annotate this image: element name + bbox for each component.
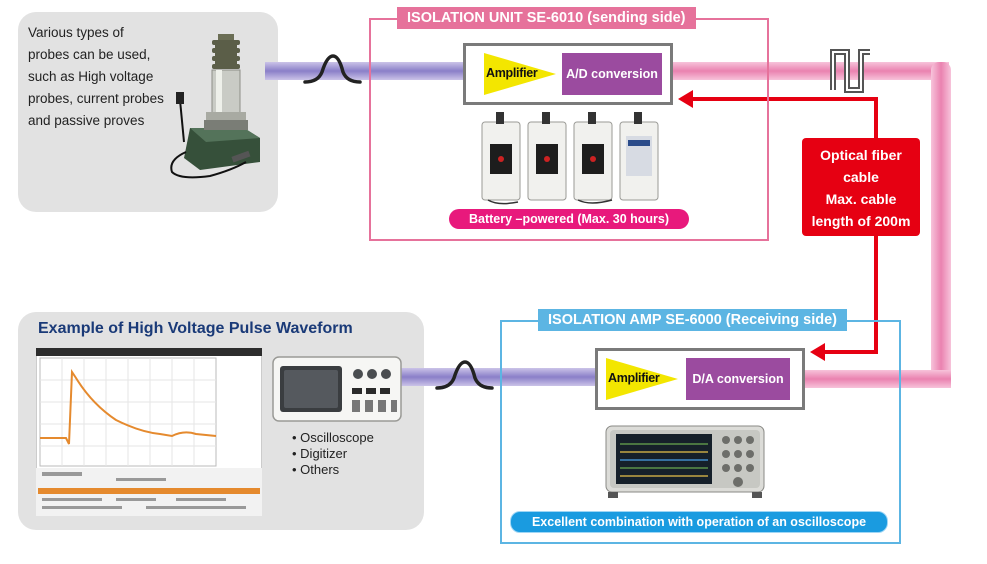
output-item: • Digitizer [292,446,348,461]
isolation-unit-icon [481,112,659,205]
arrow-head-top [678,90,693,108]
analog-output-cable [398,368,598,386]
analog-input-cable [265,62,465,80]
amplifier-triangle-icon [606,358,678,400]
probe-line: probes, current probes [28,91,164,106]
fiber-line: cable [843,169,879,185]
receiving-amplifier-label: Amplifier [608,371,660,385]
sending-amplifier-label: Amplifier [486,66,538,80]
fiber-return-top [690,97,878,138]
fiber-return-bottom [822,236,878,354]
probe-description: Various types of probes can be used, suc… [28,22,178,132]
waveform-screen-icon [36,348,262,516]
isolation-amp-icon [605,425,765,498]
probe-line: probes can be used, [28,47,151,62]
hv-probe-icon [170,34,260,179]
sending-signal-box: Amplifier A/D conversion [463,43,673,105]
receiving-unit-title: ISOLATION AMP SE-6000 (Receiving side) [538,309,848,331]
battery-label: Battery –powered (Max. 30 hours) [449,209,689,229]
probe-line: and passive proves [28,113,145,128]
arrow-head-bottom [810,343,825,361]
digital-signal-icon [830,49,870,93]
probe-line: such as High voltage [28,69,154,84]
optical-fiber-label: Optical fiber cable Max. cable length of… [802,138,920,236]
sending-unit-title: ISOLATION UNIT SE-6010 (sending side) [397,7,696,29]
receiving-unit-frame: ISOLATION AMP SE-6000 (Receiving side) [500,309,901,544]
fiber-line: length of 200m [811,213,911,229]
sending-unit-frame: ISOLATION UNIT SE-6010 (sending side) [369,7,769,241]
oscilloscope-icon [272,356,402,422]
output-item: • Oscilloscope [292,430,374,445]
optical-path-top [664,62,949,80]
waveform-title: Example of High Voltage Pulse Waveform [38,320,353,337]
output-device-list: • Oscilloscope • Digitizer • Others [292,430,374,478]
combination-label: Excellent combination with operation of … [510,511,888,533]
da-conversion-block: D/A conversion [686,358,790,400]
fiber-line: Optical fiber [820,147,902,163]
output-item: • Others [292,462,340,477]
ad-conversion-block: A/D conversion [562,53,662,95]
optical-path-side [931,62,951,388]
receiving-signal-box: Amplifier D/A conversion [595,348,805,410]
fiber-line: Max. cable [825,191,897,207]
amplifier-triangle-icon [484,53,556,95]
optical-path-bottom [780,370,951,388]
probe-line: Various types of [28,25,124,40]
pulse-icon [303,54,362,84]
pulse-icon [435,360,494,390]
